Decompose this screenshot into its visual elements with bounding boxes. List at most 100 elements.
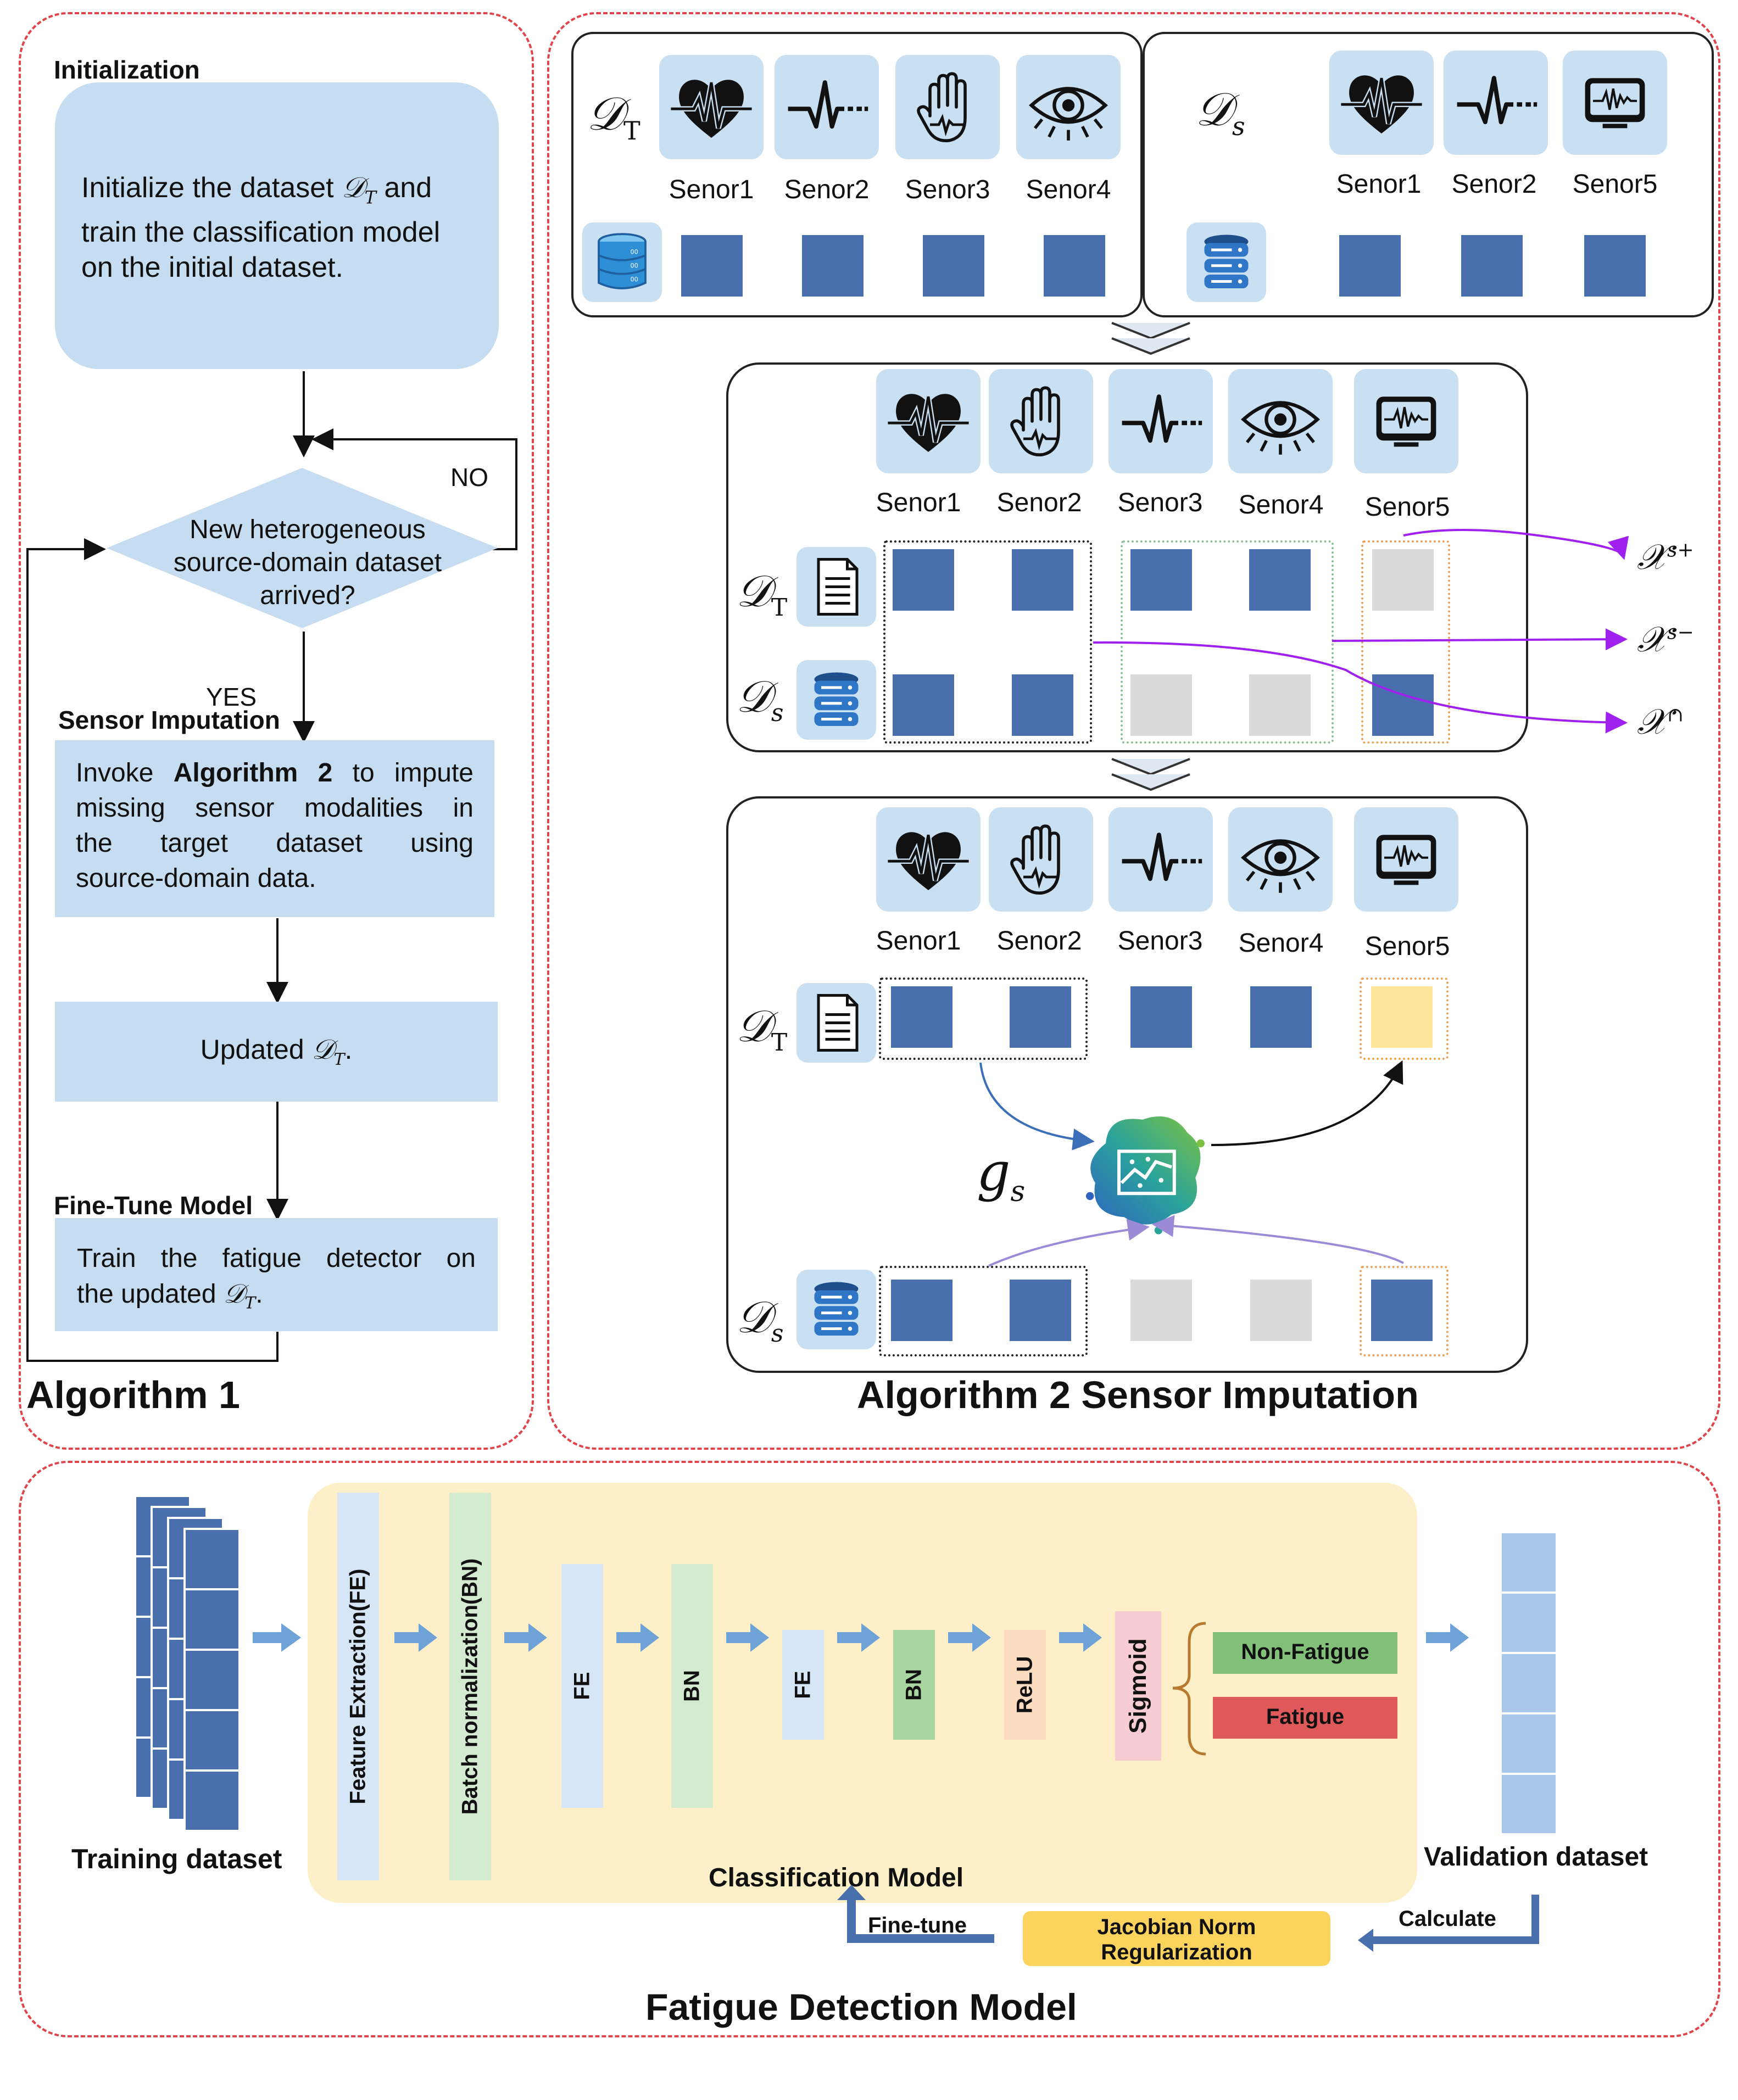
impute-text: Invoke Algorithm 2 to impute missing sen… [76, 758, 474, 893]
hand-icon [989, 369, 1093, 473]
data-square [802, 235, 864, 297]
training-dataset-label: Training dataset [71, 1844, 282, 1874]
ecg-icon [775, 55, 879, 159]
data-square [1010, 986, 1071, 1048]
classification-model-label: Classification Model [709, 1863, 964, 1892]
data-square [1584, 235, 1646, 297]
eye-icon [1228, 807, 1333, 912]
data-square [891, 986, 952, 1048]
monitor-icon [1563, 51, 1667, 155]
data-square [1371, 1280, 1433, 1341]
data-square [1012, 674, 1073, 736]
common-sensors-group [883, 540, 1092, 744]
data-square [923, 235, 984, 297]
bn-layer-2: BN [893, 1630, 935, 1740]
g-symbol: gs [977, 1141, 1026, 1209]
finetune-box: Train the fatigue detector on the update… [55, 1218, 498, 1331]
validation-dataset-stack [1500, 1531, 1558, 1836]
database-icon [582, 222, 662, 302]
decision-text: New heterogeneous source-domain dataset … [173, 515, 442, 610]
training-dataset-stack [132, 1494, 253, 1845]
data-square [1130, 549, 1192, 611]
bn-layer: BN [671, 1564, 713, 1808]
missing-square [1130, 674, 1192, 736]
imputed-sensor-label-3: Senor3 [1117, 926, 1203, 956]
data-square [1044, 235, 1105, 297]
imputed-sensor-label-4: Senor4 [1238, 929, 1324, 958]
data-square [1130, 986, 1192, 1048]
ds-symbol-mid: 𝒟s [736, 671, 784, 727]
imputed-square [1371, 986, 1433, 1048]
dt-symbol-bottom: 𝒟T [736, 1001, 788, 1057]
target-sensor-label-4: Senor4 [1026, 175, 1111, 204]
init-text: Initialize the dataset 𝒟T and train the … [81, 171, 441, 284]
data-square [1372, 674, 1434, 736]
document-icon [796, 983, 876, 1063]
source-sensor-label-2: Senor2 [1451, 170, 1537, 199]
ds-symbol-top: 𝒟s [1195, 82, 1245, 141]
fatigue-model-frame [19, 1461, 1720, 2037]
finetune-label: Fine-tune [868, 1913, 967, 1937]
no-label: NO [450, 463, 488, 492]
fatigue-model-title: Fatigue Detection Model [645, 1986, 1077, 2028]
finetune-text: Train the fatigue detector on the update… [77, 1244, 476, 1313]
initialization-label: Initialization [54, 55, 200, 84]
updated-box: Updated 𝒟T. [55, 1002, 498, 1102]
merged-sensor-label-2: Senor2 [996, 488, 1082, 517]
feedback-arrows [837, 1885, 1539, 1952]
sensor-imputation-label: Sensor Imputation [58, 706, 280, 734]
server-icon [796, 1270, 876, 1349]
decision-diamond [107, 468, 498, 628]
ecg-icon [1108, 807, 1213, 912]
merged-sensor-label-4: Senor4 [1238, 490, 1324, 520]
chevron-down-icon [1111, 758, 1190, 791]
document-icon [796, 547, 876, 627]
algorithm2-frame [547, 12, 1720, 1450]
ecg-icon [1108, 369, 1213, 473]
missing-square [1372, 549, 1434, 611]
source-sensor-label-5: Senor5 [1572, 170, 1658, 199]
imputed-sensor-label-5: Senor5 [1364, 932, 1450, 961]
data-square [1250, 986, 1312, 1048]
feature-extraction-layer: Feature Extraction(FE) [337, 1493, 379, 1880]
data-square [1012, 549, 1073, 611]
imputed-sensor-label-1: Senor1 [876, 926, 961, 956]
eye-icon [1016, 55, 1121, 159]
imputed-group [1360, 978, 1449, 1060]
data-square [681, 235, 743, 297]
jacobian-norm-box: Jacobian Norm Regularization [1023, 1911, 1330, 1966]
monitor-icon [1354, 369, 1458, 473]
data-square [1461, 235, 1523, 297]
finetune-model-label: Fine-Tune Model [54, 1191, 253, 1220]
dt-symbol-mid: 𝒟T [736, 566, 788, 622]
common-sensors-group [879, 1266, 1088, 1356]
missing-square [1130, 1280, 1192, 1341]
target-sensor-label-1: Senor1 [669, 175, 754, 204]
impute-box: Invoke Algorithm 2 to impute missing sen… [55, 740, 494, 917]
data-square [1339, 235, 1401, 297]
algorithm1-flow-arrows [26, 371, 517, 1362]
target-sensor-label-3: Senor3 [905, 175, 990, 204]
heart-icon [876, 369, 981, 473]
source-only-group [1360, 1266, 1449, 1356]
init-box: Initialize the dataset 𝒟T and train the … [55, 82, 499, 369]
merged-sensor-label-3: Senor3 [1117, 488, 1203, 517]
ds-symbol-bottom: 𝒟s [736, 1292, 784, 1348]
common-sensors-group [879, 978, 1088, 1060]
data-square [1249, 549, 1311, 611]
batch-normalization-layer: Batch normalization(BN) [449, 1493, 491, 1880]
algorithm1-title: Algorithm 1 [26, 1373, 240, 1416]
heart-icon [876, 807, 981, 912]
sigmoid-layer: Sigmoid [1115, 1611, 1161, 1761]
validation-dataset-label: Validation dataset [1424, 1842, 1648, 1872]
pipeline-arrows [253, 1623, 1469, 1652]
heart-icon [1329, 51, 1434, 155]
heart-icon [659, 55, 764, 159]
imputation-arrows [979, 1060, 1404, 1267]
source-only-group [1361, 540, 1450, 744]
relu-layer: ReLU [1004, 1630, 1046, 1740]
calculate-label: Calculate [1399, 1907, 1496, 1931]
output-brace [1172, 1622, 1206, 1756]
hand-icon [895, 55, 1000, 159]
chevron-down-icon [1111, 322, 1190, 355]
